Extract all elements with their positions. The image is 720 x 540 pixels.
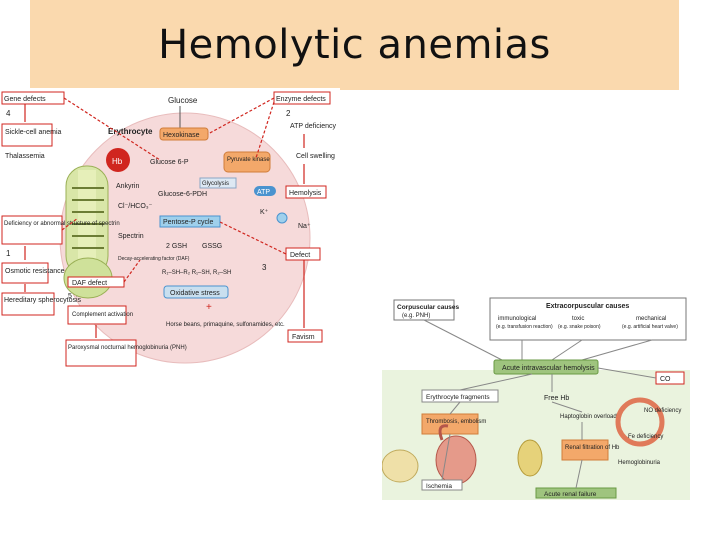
acute-hemolysis-label: Acute intravascular hemolysis — [502, 365, 595, 372]
glycolysis-label: Glycolysis — [202, 181, 229, 187]
erythrocyte-fragments-label: Erythrocyte fragments — [426, 394, 490, 401]
number-5: 5 — [68, 293, 72, 300]
daf-label: Decay-accelerating factor (DAF) — [118, 256, 190, 262]
extracorpuscular-causes-label: Extracorpuscular causes — [546, 303, 629, 310]
erythrocyte-defects-diagram: Gene defects 4 Sickle-cell anemia Thalas… — [0, 88, 340, 370]
co-label: CO — [660, 376, 671, 383]
fe-deficiency-label: Fe deficiency — [628, 434, 663, 440]
hexokinase-label: Hexokinase — [163, 132, 200, 139]
immunological-label: immunological — [498, 316, 536, 322]
number-3: 3 — [262, 263, 267, 272]
k-plus-label: K⁺ — [260, 209, 269, 216]
mechanical-example: (e.g. artificial heart valve) — [622, 324, 678, 330]
thrombosis-label: Thrombosis, embolism — [426, 419, 486, 425]
slide-title: Hemolytic anemias — [158, 22, 551, 68]
corpuscular-example: (e.g. PNH) — [402, 313, 430, 319]
ankyrin-label: Ankyrin — [116, 183, 139, 190]
plus-sign: + — [206, 302, 212, 313]
atp-label: ATP — [257, 189, 270, 196]
gsh-label: 2 GSH — [166, 243, 187, 250]
immunological-example: (e.g. transfusion reaction) — [496, 324, 553, 330]
osmotic-resistance-label: Osmotic resistance — [5, 268, 65, 275]
hereditary-spherocytosis-label: Hereditary spherocytosis — [4, 297, 82, 304]
acute-renal-failure-label: Acute renal failure — [544, 491, 597, 498]
horse-beans-label: Horse beans, primaquine, sulfonamides, e… — [166, 322, 285, 328]
brain-icon — [382, 449, 419, 483]
thalassemia-label: Thalassemia — [5, 153, 45, 160]
pentose-cycle-label: Pentose-P cycle — [163, 219, 214, 226]
sulfhydryl-label: R₁–SH–R₂ R₁–SH, R₂–SH — [162, 270, 231, 276]
cycle-icon — [615, 397, 665, 447]
mechanical-label: mechanical — [636, 316, 666, 322]
hemoglobinuria-label: Hemoglobinuria — [618, 460, 661, 466]
kidney-icon — [517, 439, 543, 477]
haptoglobin-label: Haptoglobin overload — [560, 414, 617, 420]
number-1: 1 — [6, 249, 11, 258]
membrane-icon — [63, 165, 113, 299]
hemolysis-causes-diagram: Corpuscular causes (e.g. PNH) Extracorpu… — [382, 288, 690, 500]
gene-defects-label: Gene defects — [4, 96, 46, 103]
favism-label: Favism — [292, 334, 315, 341]
cell-swelling-label: Cell swelling — [296, 153, 335, 160]
spectrin-deficiency-label: Deficiency or abnormal structure of spec… — [4, 221, 120, 227]
enzyme-defects-label: Enzyme defects — [276, 96, 326, 103]
na-plus-label: Na⁺ — [298, 223, 311, 230]
toxic-label: toxic — [572, 316, 584, 322]
ischemia-label: Ischemia — [426, 483, 452, 490]
complement-activation-label: Complement activation — [72, 312, 133, 318]
erythrocyte-label: Erythrocyte — [108, 127, 153, 136]
hb-label: Hb — [112, 157, 123, 166]
glucose-6-pdh-label: Glucose-6-PDH — [158, 191, 207, 198]
sickle-cell-label: Sickle-cell anemia — [5, 129, 62, 136]
gssg-label: GSSG — [202, 243, 222, 250]
pyruvate-kinase-label: Pyruvate kinase — [227, 157, 270, 163]
title-bar: Hemolytic anemias — [30, 0, 679, 90]
free-hb-label: Free Hb — [544, 395, 569, 402]
defect-label: Defect — [290, 252, 310, 259]
hemolysis-label: Hemolysis — [289, 190, 322, 197]
glucose-label: Glucose — [168, 96, 198, 105]
pnh-label: Paroxysmal nocturnal hemoglobinuria (PNH… — [68, 345, 187, 351]
cl-hco3-label: Cl⁻/HCO₃⁻ — [118, 203, 153, 210]
oxidative-stress-label: Oxidative stress — [170, 290, 220, 297]
number-4: 4 — [6, 109, 11, 118]
number-2: 2 — [286, 109, 291, 118]
glucose-6p-label: Glucose 6-P — [150, 159, 189, 166]
toxic-example: (e.g. snake poison) — [558, 324, 601, 330]
renal-filtration-label: Renal filtration of Hb — [565, 445, 620, 451]
no-deficiency-label: NO deficiency — [644, 408, 681, 414]
corpuscular-causes-label: Corpuscular causes — [397, 304, 460, 311]
daf-defect-label: DAF defect — [72, 280, 107, 287]
atp-deficiency-label: ATP deficiency — [290, 123, 337, 130]
spectrin-label: Spectrin — [118, 233, 144, 240]
heart-icon — [435, 424, 477, 485]
